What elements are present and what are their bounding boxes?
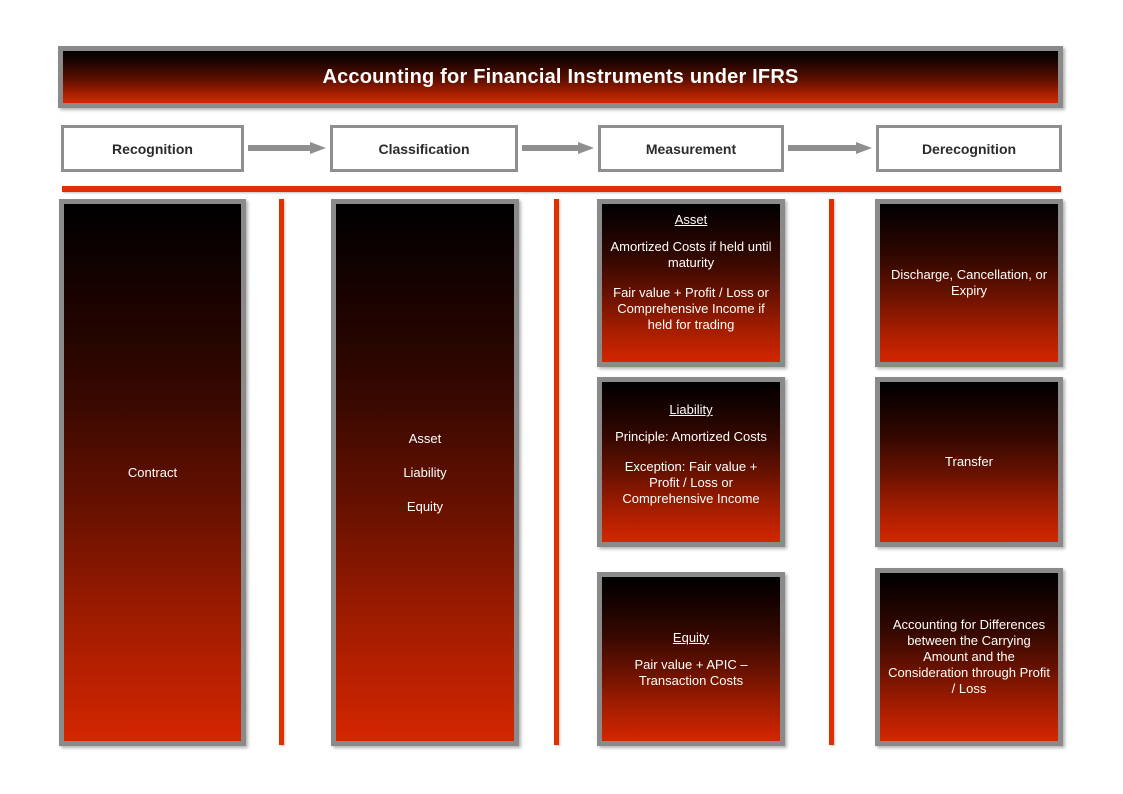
panel-classification-line-1: Liability bbox=[403, 464, 447, 480]
stage-box-derecognition[interactable]: Derecognition bbox=[876, 125, 1062, 172]
vertical-red-divider-3 bbox=[829, 199, 834, 745]
panel-measurement-asset[interactable]: Asset Amortized Costs if held until matu… bbox=[597, 199, 785, 367]
panel-measurement-asset-line-1: Fair value + Profit / Loss or Comprehens… bbox=[613, 285, 769, 332]
panel-measurement-liability-line-0: Principle: Amortized Costs bbox=[615, 429, 767, 444]
arrow-measurement-to-derecognition-icon bbox=[788, 142, 872, 154]
panel-classification-types[interactable]: Asset Liability Equity bbox=[331, 199, 519, 746]
panel-measurement-liability-line-1: Exception: Fair value + Profit / Loss or… bbox=[622, 459, 760, 506]
vertical-red-divider-2 bbox=[554, 199, 559, 745]
stage-box-measurement[interactable]: Measurement bbox=[598, 125, 784, 172]
stage-label-recognition: Recognition bbox=[112, 140, 193, 157]
panel-measurement-asset-line-0: Amortized Costs if held until maturity bbox=[610, 239, 772, 270]
page-title: Accounting for Financial Instruments und… bbox=[322, 65, 799, 88]
vertical-red-divider-1 bbox=[279, 199, 284, 745]
stage-label-derecognition: Derecognition bbox=[921, 140, 1017, 157]
panel-measurement-equity-title: Equity bbox=[672, 629, 710, 645]
panel-classification-line-2: Equity bbox=[406, 498, 444, 514]
panel-classification-line-0: Asset bbox=[408, 430, 442, 446]
stage-box-recognition[interactable]: Recognition bbox=[61, 125, 244, 172]
panel-measurement-liability[interactable]: Liability Principle: Amortized Costs Exc… bbox=[597, 377, 785, 547]
panel-contract[interactable]: Contract bbox=[59, 199, 246, 746]
panel-measurement-liability-title: Liability bbox=[669, 402, 713, 417]
panel-contract-line-0: Contract bbox=[127, 464, 178, 480]
panel-derecognition-differences[interactable]: Accounting for Differences between the C… bbox=[875, 568, 1063, 746]
panel-derecognition-transfer[interactable]: Transfer bbox=[875, 377, 1063, 547]
panel-measurement-equity-line-0: Pair value + APIC – Transaction Costs bbox=[634, 656, 748, 688]
diagram-title-banner: Accounting for Financial Instruments und… bbox=[58, 46, 1063, 108]
panel-derecognition-differences-line-0: Accounting for Differences between the C… bbox=[888, 617, 1050, 696]
panel-measurement-equity[interactable]: Equity Pair value + APIC – Transaction C… bbox=[597, 572, 785, 746]
stage-label-classification: Classification bbox=[378, 140, 470, 157]
panel-derecognition-transfer-line-0: Transfer bbox=[945, 454, 993, 469]
panel-derecognition-discharge[interactable]: Discharge, Cancellation, or Expiry bbox=[875, 199, 1063, 367]
stage-box-classification[interactable]: Classification bbox=[330, 125, 518, 172]
arrow-classification-to-measurement-icon bbox=[522, 142, 594, 154]
stage-label-measurement: Measurement bbox=[645, 140, 737, 157]
horizontal-red-divider bbox=[62, 186, 1061, 192]
arrow-recognition-to-classification-icon bbox=[248, 142, 326, 154]
panel-measurement-asset-title: Asset bbox=[674, 212, 708, 227]
panel-derecognition-discharge-line-0: Discharge, Cancellation, or Expiry bbox=[890, 267, 1048, 298]
